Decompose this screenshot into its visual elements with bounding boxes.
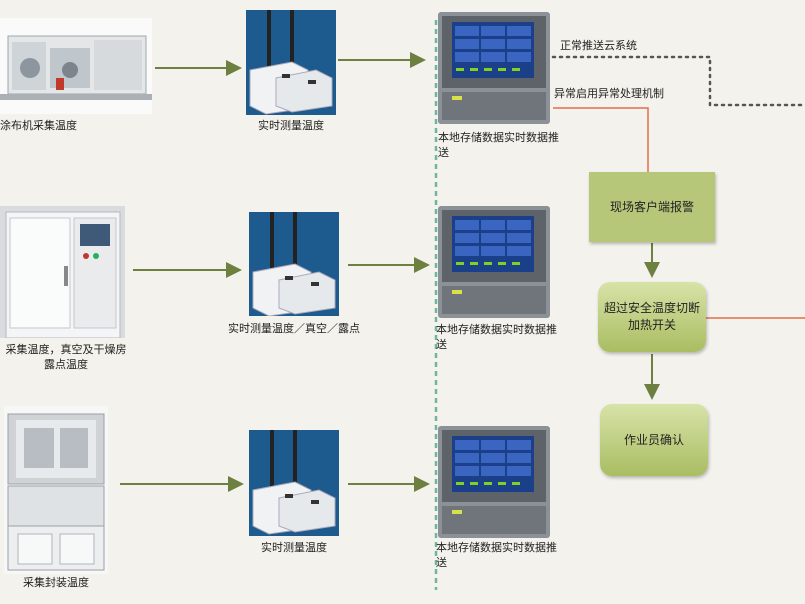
operator-confirm-box: 作业员确认 xyxy=(600,404,708,476)
gateway-drawing-1 xyxy=(246,10,336,115)
heating-cutoff-box: 超过安全温度切断加热开关 xyxy=(598,282,706,352)
machine-label-2: 采集温度，真空及干燥房露点温度 xyxy=(5,343,127,371)
paperless-recorder-image-2 xyxy=(438,206,552,320)
gateway-device-image-2 xyxy=(249,212,339,316)
gateway-drawing-3 xyxy=(249,430,339,536)
paperless-recorder-image-3 xyxy=(438,426,552,540)
cloud-push-label: 正常推送云系统 xyxy=(560,39,637,52)
anomaly-line xyxy=(553,107,649,172)
recorder-drawing-2 xyxy=(438,206,550,318)
coating-machine-image xyxy=(0,18,152,114)
onsite-alarm-box: 现场客户端报警 xyxy=(589,172,715,242)
recorder-drawing-3 xyxy=(438,426,550,538)
sealing-machine-image xyxy=(4,406,108,574)
gateway-drawing-2 xyxy=(249,212,339,316)
gateway-label-3: 实时测量温度 xyxy=(261,541,327,554)
recorder-label-1: 本地存储数据实时数据推送 xyxy=(438,131,559,159)
paperless-recorder-image-1 xyxy=(438,12,552,126)
recorder-drawing-1 xyxy=(438,12,550,124)
oven-drawing xyxy=(0,206,125,338)
cloud-push-line xyxy=(551,55,805,107)
sealing-machine-drawing xyxy=(4,406,108,574)
machine-label-3: 采集封装温度 xyxy=(23,576,89,589)
gateway-device-image-1 xyxy=(246,10,336,115)
gateway-device-image-3 xyxy=(249,430,339,536)
recorder-label-3: 本地存储数据实时数据推送 xyxy=(436,541,557,569)
oven-image xyxy=(0,206,125,338)
machine-label-1: 涂布机采集温度 xyxy=(0,119,77,132)
gateway-label-2: 实时测量温度／真空／露点 xyxy=(228,322,360,335)
anomaly-handling-label: 异常启用异常处理机制 xyxy=(554,87,664,100)
coating-machine-drawing xyxy=(0,18,152,114)
recorder-label-2: 本地存储数据实时数据推送 xyxy=(436,323,557,351)
gateway-label-1: 实时测量温度 xyxy=(258,119,324,132)
